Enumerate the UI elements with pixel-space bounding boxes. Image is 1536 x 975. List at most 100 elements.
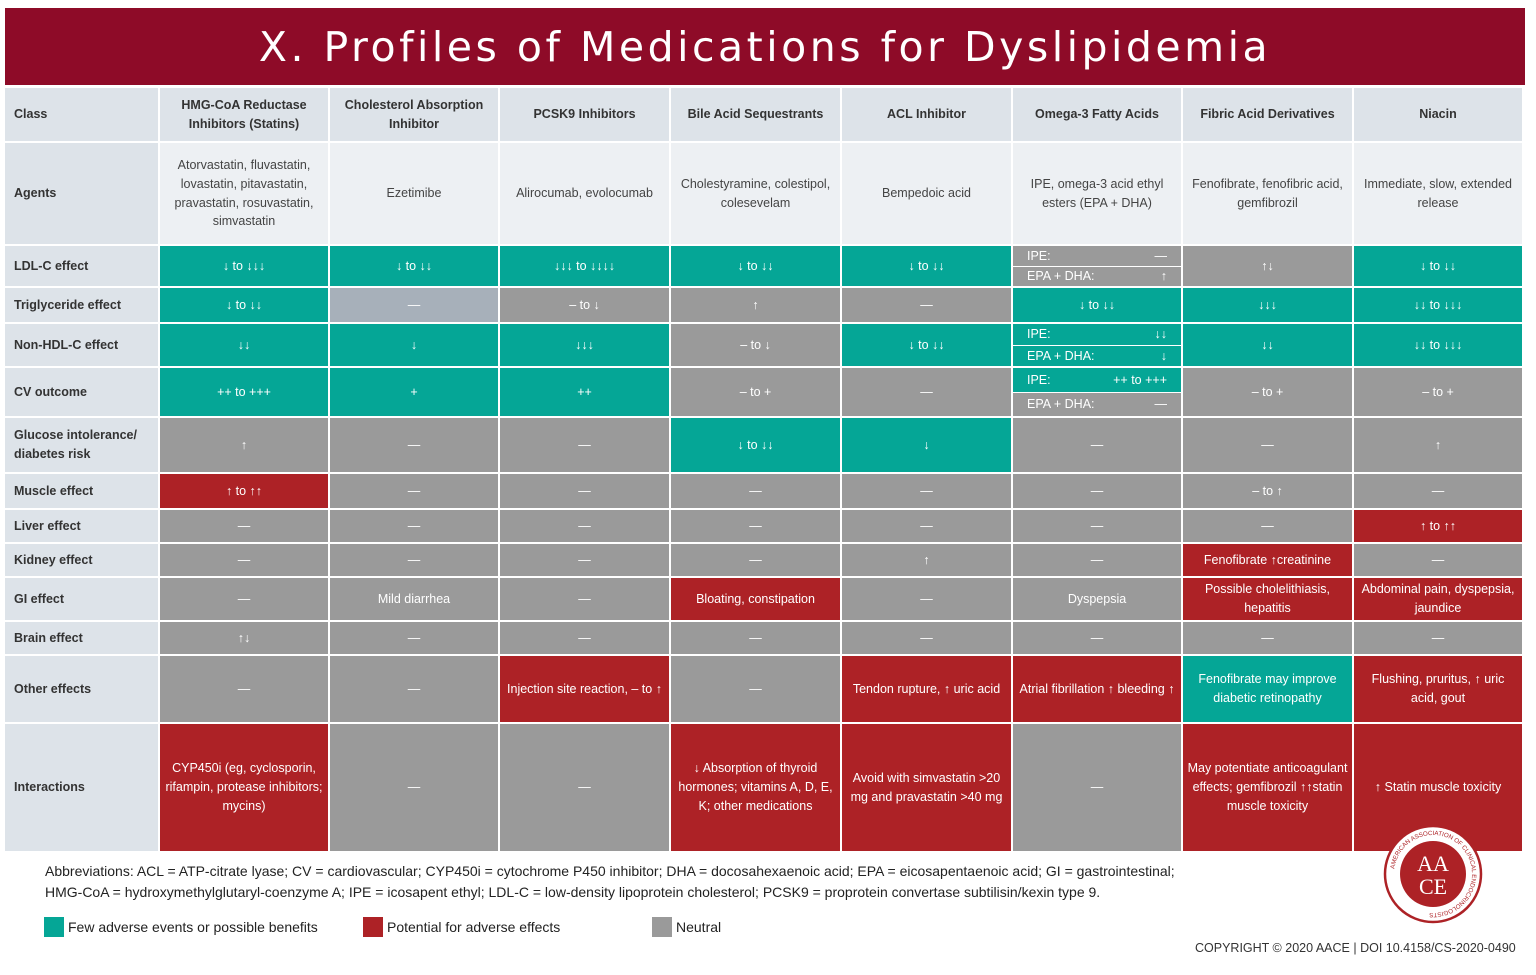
table-cell: ↓ to ↓↓ [330,246,498,286]
table-cell: ↑↓ [160,622,328,654]
table-cell: — [330,474,498,508]
table-cell: Atorvastatin, fluvastatin, lovastatin, p… [160,143,328,244]
table-cell: ↓↓ [160,324,328,366]
table-cell: — [160,578,328,620]
table-cell: ↓ [842,418,1011,472]
row-label-gi-effect: GI effect [5,578,158,620]
table-cell: ↓↓ [1183,324,1352,366]
row-label-brain-effect: Brain effect [5,622,158,654]
table-cell: — [671,656,840,722]
table-cell: — [330,544,498,576]
table-cell: ↑ [1354,418,1522,472]
table-cell: — [1354,474,1522,508]
table-cell: – to ↑ [1183,474,1352,508]
table-cell: — [1013,474,1181,508]
row-label-other-effects: Other effects [5,656,158,722]
legend-item-neutral: Neutral [652,917,721,937]
table-cell: — [330,724,498,851]
column-header: Fibric Acid Derivatives [1183,88,1352,141]
table-cell: ↑ [842,544,1011,576]
table-cell: Atrial fibrillation ↑ bleeding ↑ [1013,656,1181,722]
abbreviations-line-1: Abbreviations: ACL = ATP-citrate lyase; … [45,863,1175,879]
page-title: X. Profiles of Medications for Dyslipide… [258,22,1272,71]
table-cell: ↓↓↓ [500,324,669,366]
table-cell: Ezetimibe [330,143,498,244]
copyright: COPYRIGHT © 2020 AACE | DOI 10.4158/CS-2… [1195,941,1516,955]
table-cell: Flushing, pruritus, ↑ uric acid, gout [1354,656,1522,722]
table-cell: Possible cholelithiasis, hepatitis [1183,578,1352,620]
table-cell: Avoid with simvastatin >20 mg and pravas… [842,724,1011,851]
table-cell: ↑ [160,418,328,472]
svg-text:CE: CE [1419,874,1447,899]
table-cell: — [842,622,1011,654]
svg-text:AA: AA [1417,851,1449,876]
table-cell: — [500,724,669,851]
table-cell: Cholestyramine, colestipol, colesevelam [671,143,840,244]
table-cell: ++ to +++ [160,368,328,416]
column-header: Bile Acid Sequestrants [671,88,840,141]
table-cell: — [330,656,498,722]
table-cell: — [330,288,498,322]
row-label-liver-effect: Liver effect [5,510,158,542]
table-cell: Fenofibrate may improve diabetic retinop… [1183,656,1352,722]
table-cell: ↓↓↓ to ↓↓↓↓ [500,246,669,286]
split-value: ++ to +++ [1113,372,1167,387]
table-cell: – to + [671,368,840,416]
table-cell: Abdominal pain, dyspepsia, jaundice [1354,578,1522,620]
table-cell: — [500,622,669,654]
split-key: IPE: [1027,372,1051,387]
legend-label: Neutral [676,919,722,935]
table-cell: — [842,578,1011,620]
split-cell: EPA + DHA:— [1013,393,1181,416]
table-cell: — [500,418,669,472]
row-label-muscle-effect: Muscle effect [5,474,158,508]
row-label-glucose-intolerance-diabetes-risk: Glucose intolerance/ diabetes risk [5,418,158,472]
split-value: ↓ [1160,348,1167,363]
row-label-ldl-c-effect: LDL-C effect [5,246,158,286]
split-value: — [1154,397,1168,412]
split-key: IPE: [1027,248,1051,263]
split-cell: EPA + DHA:↑ [1013,267,1181,286]
column-header: Cholesterol Absorption Inhibitor [330,88,498,141]
split-value: — [1154,248,1168,263]
table-cell: — [842,510,1011,542]
row-label-kidney-effect: Kidney effect [5,544,158,576]
table-cell: May potentiate anticoagulant effects; ge… [1183,724,1352,851]
table-cell: — [1183,418,1352,472]
table-cell: Mild diarrhea [330,578,498,620]
header-class: Class [5,88,158,141]
legend-item-adverse: Potential for adverse effects [363,917,560,937]
table-cell: — [671,622,840,654]
table-cell: — [1013,418,1181,472]
column-header: Omega-3 Fatty Acids [1013,88,1181,141]
table-cell: Fenofibrate, fenofibric acid, gemfibrozi… [1183,143,1352,244]
split-cell: IPE:↓↓ [1013,324,1181,345]
legend-swatch-red [363,917,383,937]
table-cell: IPE, omega-3 acid ethyl esters (EPA + DH… [1013,143,1181,244]
table-cell: ↑↓ [1183,246,1352,286]
table-cell: — [1354,544,1522,576]
table-cell: ↓ [330,324,498,366]
table-cell: — [1013,622,1181,654]
column-header: Niacin [1354,88,1522,141]
table-cell: Fenofibrate ↑creatinine [1183,544,1352,576]
table-cell: Immediate, slow, extended release [1354,143,1522,244]
table-cell: Alirocumab, evolocumab [500,143,669,244]
split-cell: EPA + DHA:↓ [1013,346,1181,366]
table-cell: ↓↓ to ↓↓↓ [1354,288,1522,322]
split-cell: IPE: — [1013,246,1181,266]
table-cell: — [1183,622,1352,654]
table-cell: — [842,288,1011,322]
column-header: HMG-CoA Reductase Inhibitors (Statins) [160,88,328,141]
table-cell: – to ↓ [500,288,669,322]
legend-label: Potential for adverse effects [387,919,561,935]
table-cell: Bempedoic acid [842,143,1011,244]
table-cell: ++ [500,368,669,416]
table-cell: Injection site reaction, – to ↑ [500,656,669,722]
table-cell: — [160,510,328,542]
column-header: PCSK9 Inhibitors [500,88,669,141]
table-cell: + [330,368,498,416]
split-key: EPA + DHA: [1027,269,1095,284]
table-cell: — [671,510,840,542]
